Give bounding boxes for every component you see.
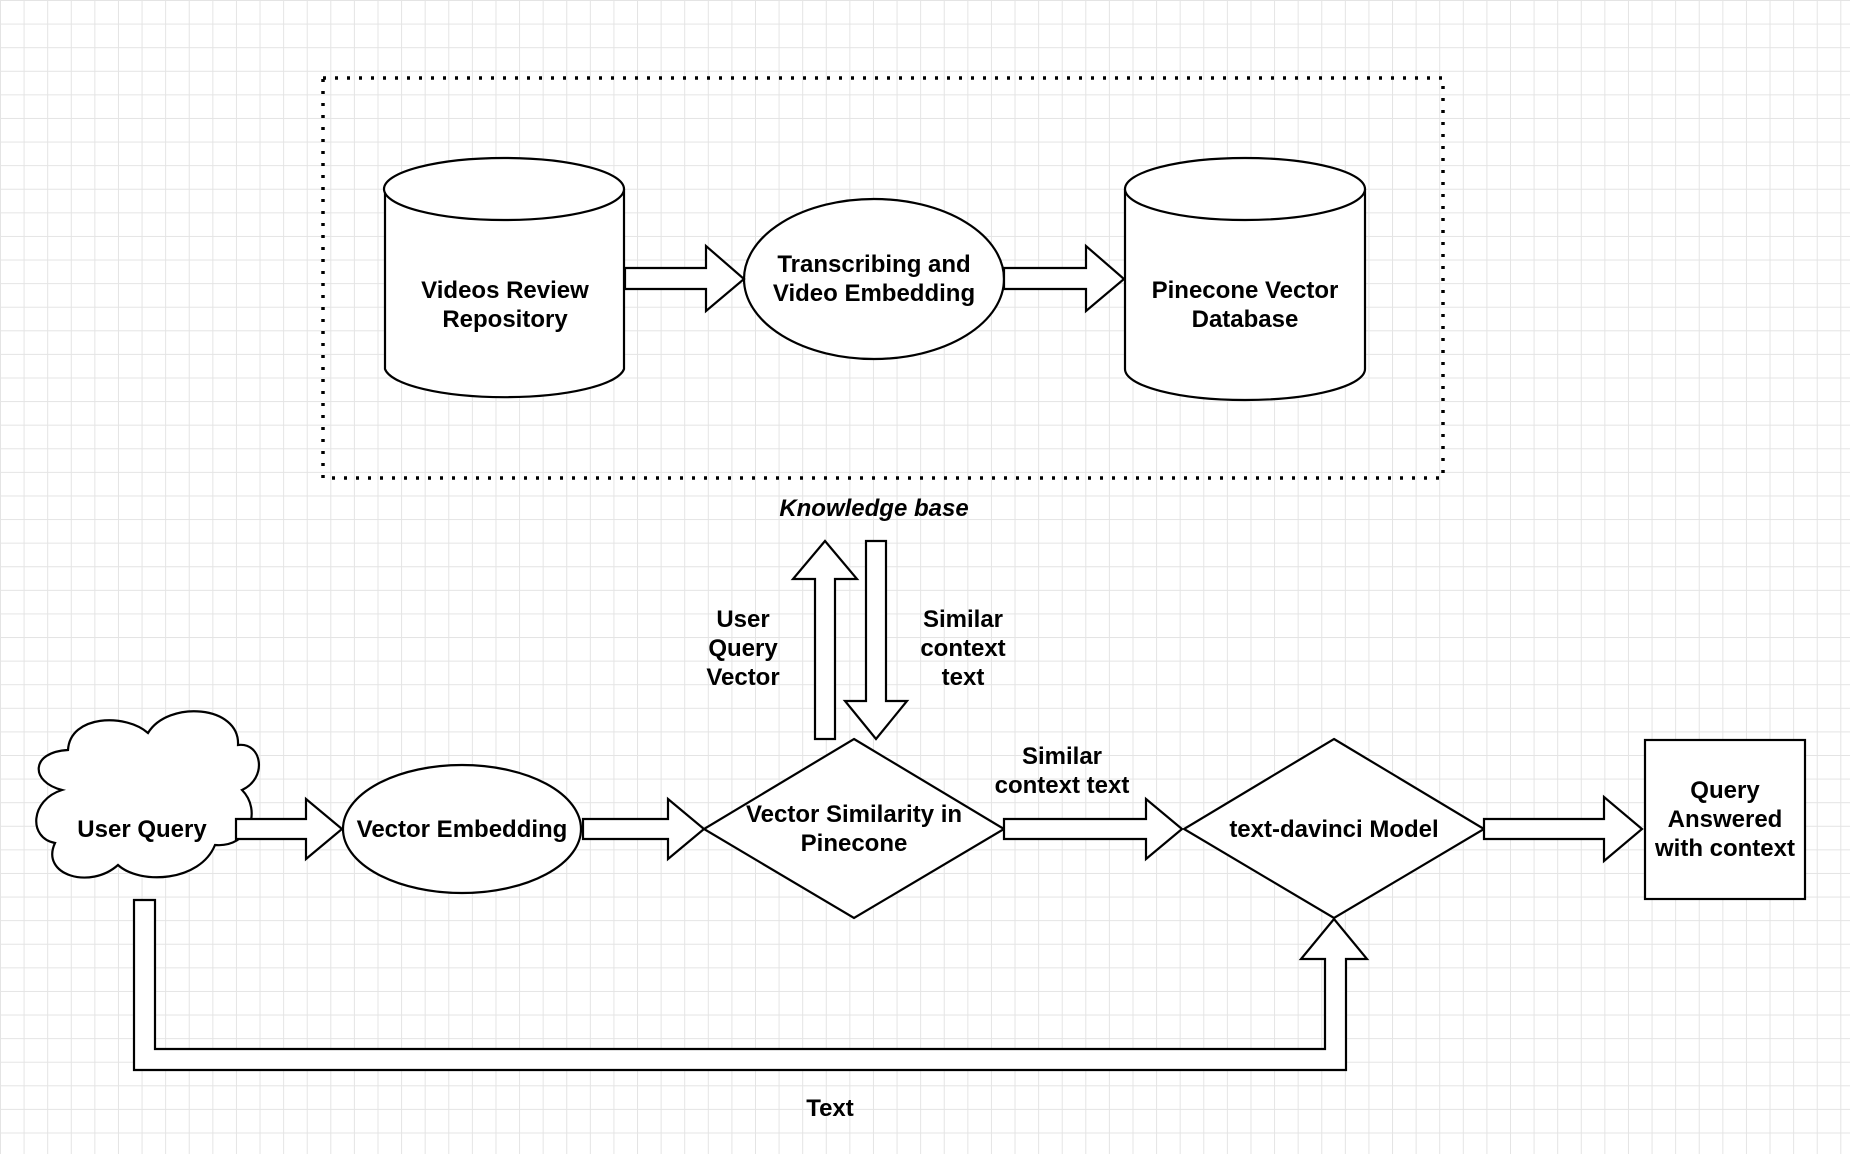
- davinci-model-label: text-davinci Model: [1229, 815, 1439, 843]
- user-query-cloud: [35, 710, 260, 879]
- arrow-repo-to-transcribing: [623, 243, 746, 314]
- knowledge-base-label: Knowledge base: [779, 494, 969, 522]
- user-query-label: User Query: [77, 815, 207, 843]
- pinecone-database-cylinder: [1123, 156, 1367, 402]
- arrow-context-down: [842, 539, 910, 741]
- similar-context-right-label: Similar context text: [994, 743, 1130, 799]
- arrow-query-vector-up: [790, 539, 860, 741]
- arrow-similarity-to-davinci: [1002, 796, 1184, 862]
- text-edge-label: Text: [806, 1094, 854, 1122]
- arrow-text-return: [132, 898, 1370, 1072]
- videos-repository-label: Videos Review Repository: [421, 277, 589, 333]
- query-answered-box: [1643, 738, 1807, 901]
- davinci-model-diamond: [1181, 737, 1487, 920]
- pinecone-database-label: Pinecone Vector Database: [1151, 277, 1339, 333]
- vector-similarity-diamond: [701, 737, 1007, 920]
- arrow-embedding-to-similarity: [581, 796, 706, 862]
- arrow-query-to-embedding: [234, 796, 344, 862]
- knowledge-base-group: [321, 76, 1445, 480]
- query-answered-label: Query Answered with context: [1654, 777, 1795, 862]
- arrow-davinci-to-answered: [1482, 794, 1644, 864]
- videos-repository-cylinder: [382, 156, 626, 399]
- vector-similarity-label: Vector Similarity in Pinecone: [745, 801, 963, 857]
- user-query-vector-label: User Query Vector: [706, 605, 780, 691]
- transcribing-label: Transcribing and Video Embedding: [772, 251, 976, 307]
- vector-embedding-ellipse: [341, 763, 583, 895]
- arrow-transcribing-to-pinecone: [1002, 243, 1126, 314]
- vector-embedding-label: Vector Embedding: [356, 815, 568, 843]
- similar-context-up-label: Similar context text: [920, 605, 1006, 691]
